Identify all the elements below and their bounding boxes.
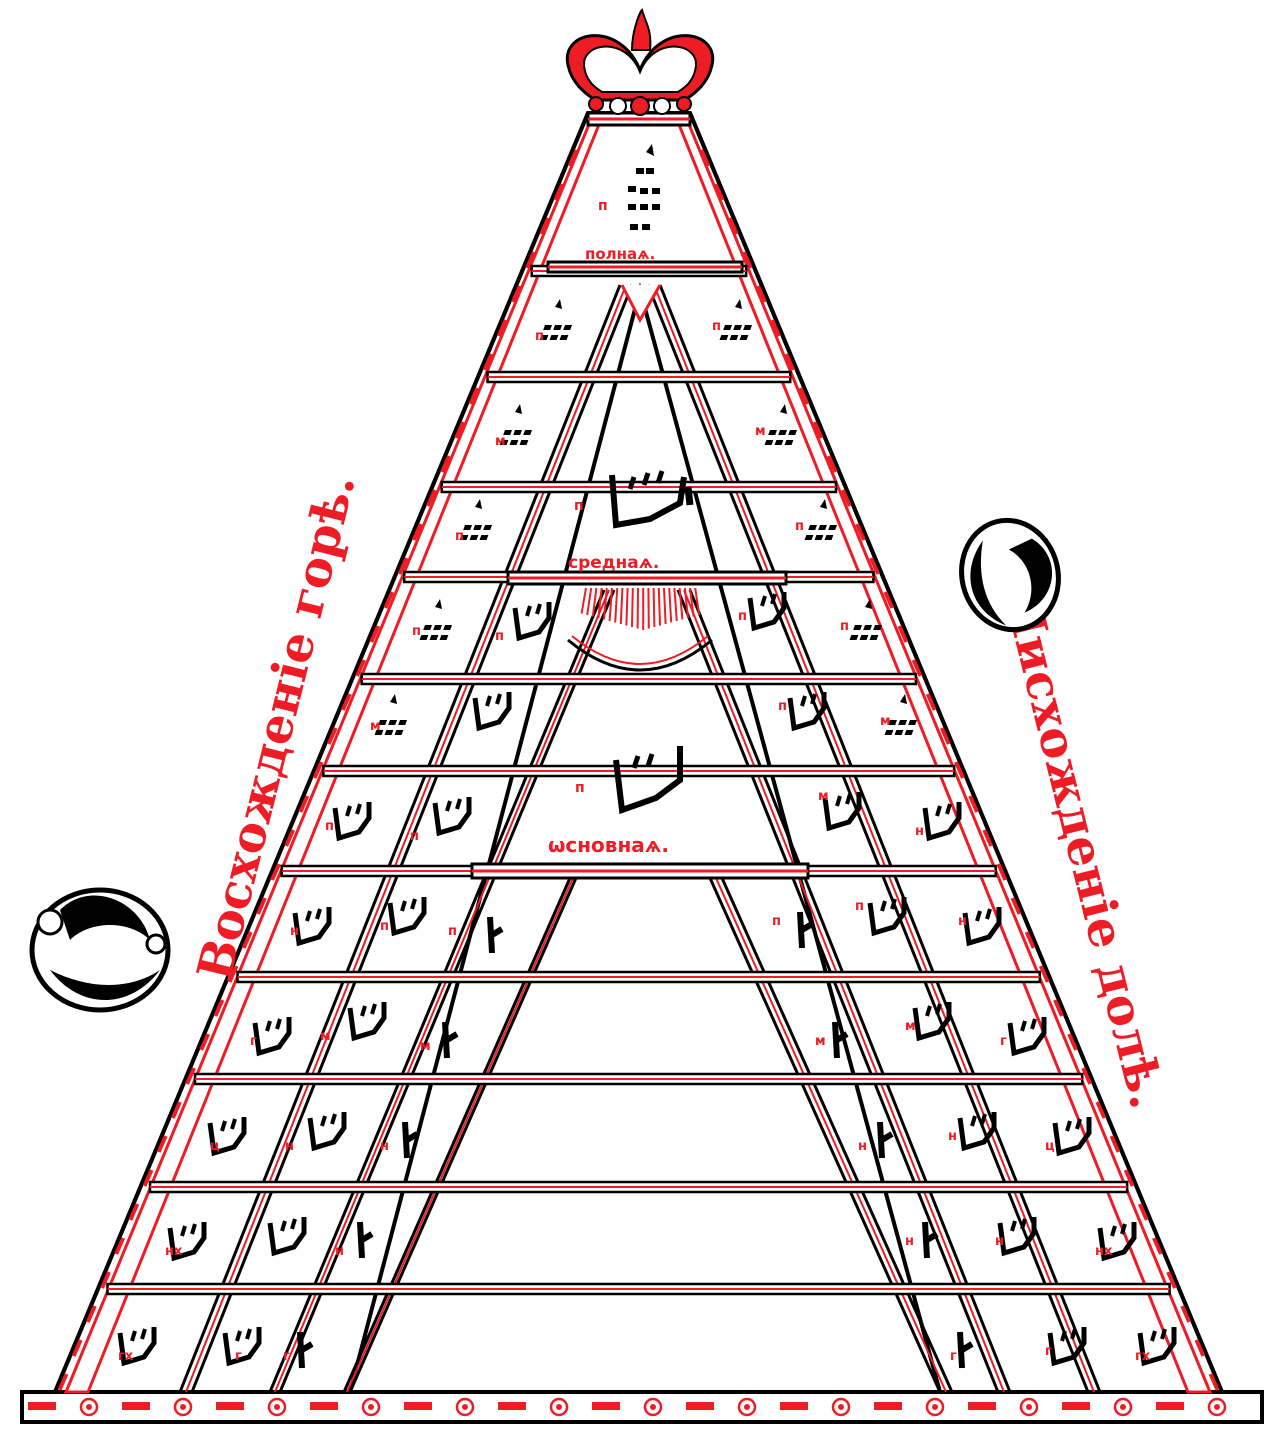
cell-letter: гх [118, 1349, 134, 1364]
ray [654, 588, 655, 627]
cell-letter: м [370, 719, 381, 734]
cell-letter: нх [165, 1244, 183, 1259]
band-bar [780, 1402, 808, 1410]
base-band [22, 1392, 1262, 1422]
cell-letter: м [905, 1019, 916, 1034]
cell-letter: н [285, 1139, 294, 1154]
cell-letter: г [1045, 1344, 1052, 1359]
base-panel [472, 864, 808, 878]
band-dot [556, 1404, 562, 1410]
cell-letter: м [495, 434, 506, 449]
cell-letter: п [448, 924, 457, 939]
cell-letter: г [1000, 1034, 1007, 1049]
band-dot [462, 1404, 468, 1410]
cell-letter: м [815, 1034, 826, 1049]
cell-letter: п [778, 699, 787, 714]
cell-letter: п [412, 624, 421, 639]
band-bar [28, 1402, 56, 1410]
cell-letter: п [325, 819, 334, 834]
cell-letter: г [235, 1349, 242, 1364]
cell-letter: н [858, 1139, 867, 1154]
cell-letter: п [410, 829, 419, 844]
cell-letter: н [915, 824, 924, 839]
cell-letter: п [535, 329, 544, 344]
cell-letter: п [712, 319, 721, 334]
cell-letter: п [738, 609, 747, 624]
band-dot [1214, 1404, 1220, 1410]
band-dot [1026, 1404, 1032, 1410]
band-bar [592, 1402, 620, 1410]
cell-letter: гх [1135, 1349, 1151, 1364]
cell-letter: п [840, 619, 849, 634]
band-dot [180, 1404, 186, 1410]
cell-letter: г [283, 1349, 290, 1364]
ray [632, 588, 633, 627]
ray [626, 588, 627, 626]
cell-letter: г [250, 1034, 257, 1049]
ray [659, 588, 660, 626]
band-bar [686, 1402, 714, 1410]
band-dot [744, 1404, 750, 1410]
band-bar [498, 1402, 526, 1410]
base-mark-p: п [575, 780, 585, 796]
band-dot [368, 1404, 374, 1410]
cell-letter: ц [210, 1139, 220, 1154]
middle-label: среднаѧ. [568, 553, 659, 573]
band-dot [650, 1404, 656, 1410]
cell-letter: н [958, 914, 967, 929]
band-dot [838, 1404, 844, 1410]
cell-letter: п [455, 529, 464, 544]
band-bar [968, 1402, 996, 1410]
cell-letter: н [948, 1129, 957, 1144]
top-label: полнаѧ. [585, 245, 655, 263]
band-bar [310, 1402, 338, 1410]
top-mark-p: п [598, 198, 608, 214]
band-bar [1156, 1402, 1184, 1410]
cell-letter: м [818, 789, 829, 804]
band-dot [1120, 1404, 1126, 1410]
cell-letter: п [495, 629, 504, 644]
cell-letter: м [880, 714, 891, 729]
cell-letter: н [290, 924, 299, 939]
band-dot [86, 1404, 92, 1410]
middle-mark-p: п [574, 498, 584, 514]
band-bar [122, 1402, 150, 1410]
cell-letter: м [755, 424, 766, 439]
cell-letter: п [772, 914, 781, 929]
cell-letter: п [855, 899, 864, 914]
drop-cap-icon [32, 890, 168, 1010]
band-bar [216, 1402, 244, 1410]
band-dot [274, 1404, 280, 1410]
band-bar [874, 1402, 902, 1410]
cell-letter: н [380, 1139, 389, 1154]
base-label: ѡсновнаѧ. [548, 833, 669, 857]
cell-letter: г [950, 1349, 957, 1364]
cell-letter: нх [1095, 1244, 1113, 1259]
cell-letter: н [905, 1234, 914, 1249]
cell-letter: н [995, 1234, 1004, 1249]
cell-letter: п [795, 519, 804, 534]
cell-letter: м [320, 1029, 331, 1044]
cell-letter: п [380, 919, 389, 934]
band-bar [404, 1402, 432, 1410]
cell-letter: н [335, 1244, 344, 1259]
band-dot [932, 1404, 938, 1410]
band-bar [1062, 1402, 1090, 1410]
cell-letter: ц [1045, 1139, 1055, 1154]
crown-icon [567, 10, 712, 115]
cell-letter: м [420, 1039, 431, 1054]
